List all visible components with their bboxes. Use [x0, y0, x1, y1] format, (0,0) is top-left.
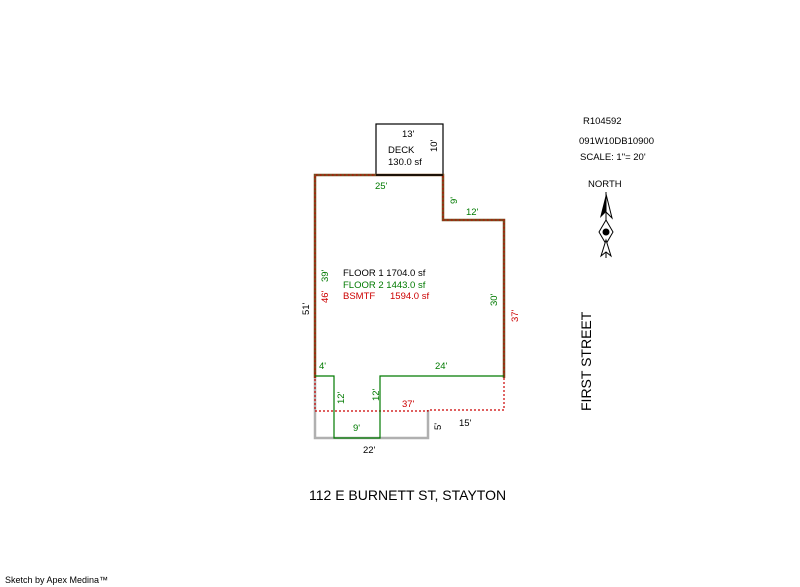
dim-right-red: 37'	[510, 309, 521, 322]
dim-green-9: 9'	[353, 423, 360, 434]
dim-top: 25'	[375, 181, 388, 192]
dim-bottom-22: 22'	[363, 445, 376, 456]
dim-notch-horizontal: 12'	[466, 207, 479, 218]
dim-notch-vertical: 9'	[449, 197, 460, 204]
main-outline-dash	[314, 174, 505, 378]
scale-label: SCALE: 1"= 20'	[580, 152, 646, 163]
address: 112 E BURNETT ST, STAYTON	[309, 487, 506, 503]
dim-five: 5'	[433, 423, 444, 430]
north-arrow-icon	[598, 192, 614, 258]
deck-name: DECK	[388, 145, 415, 156]
basement-label: BSMTF	[343, 291, 375, 302]
floor1-area: FLOOR 1 1704.0 sf	[343, 268, 426, 279]
map-code: 091W10DB10900	[579, 136, 654, 147]
dim-green-12b: 12'	[371, 388, 382, 401]
dim-left-total: 51'	[301, 302, 312, 315]
dim-left-green: 39'	[320, 269, 331, 282]
dim-right-green: 30'	[489, 293, 500, 306]
dim-green-4: 4'	[319, 361, 326, 372]
deck-area: 130.0 sf	[388, 157, 422, 168]
north-label: NORTH	[588, 179, 622, 190]
dim-red-37: 37'	[402, 399, 415, 410]
deck-width-dim: 13'	[402, 129, 415, 140]
dim-green-12a: 12'	[336, 391, 347, 404]
street-label: FIRST STREET	[578, 311, 594, 411]
dim-left-red: 46'	[320, 290, 331, 303]
floor2-area: FLOOR 2 1443.0 sf	[343, 280, 426, 291]
parcel-id: R104592	[583, 116, 622, 127]
dim-green-24: 24'	[435, 361, 448, 372]
floor2-outline	[315, 375, 504, 439]
deck-depth-dim: 10'	[429, 139, 440, 152]
basement-area: 1594.0 sf	[390, 291, 429, 302]
credit: Sketch by Apex Medina™	[5, 575, 108, 585]
dim-fifteen: 15'	[459, 418, 472, 429]
